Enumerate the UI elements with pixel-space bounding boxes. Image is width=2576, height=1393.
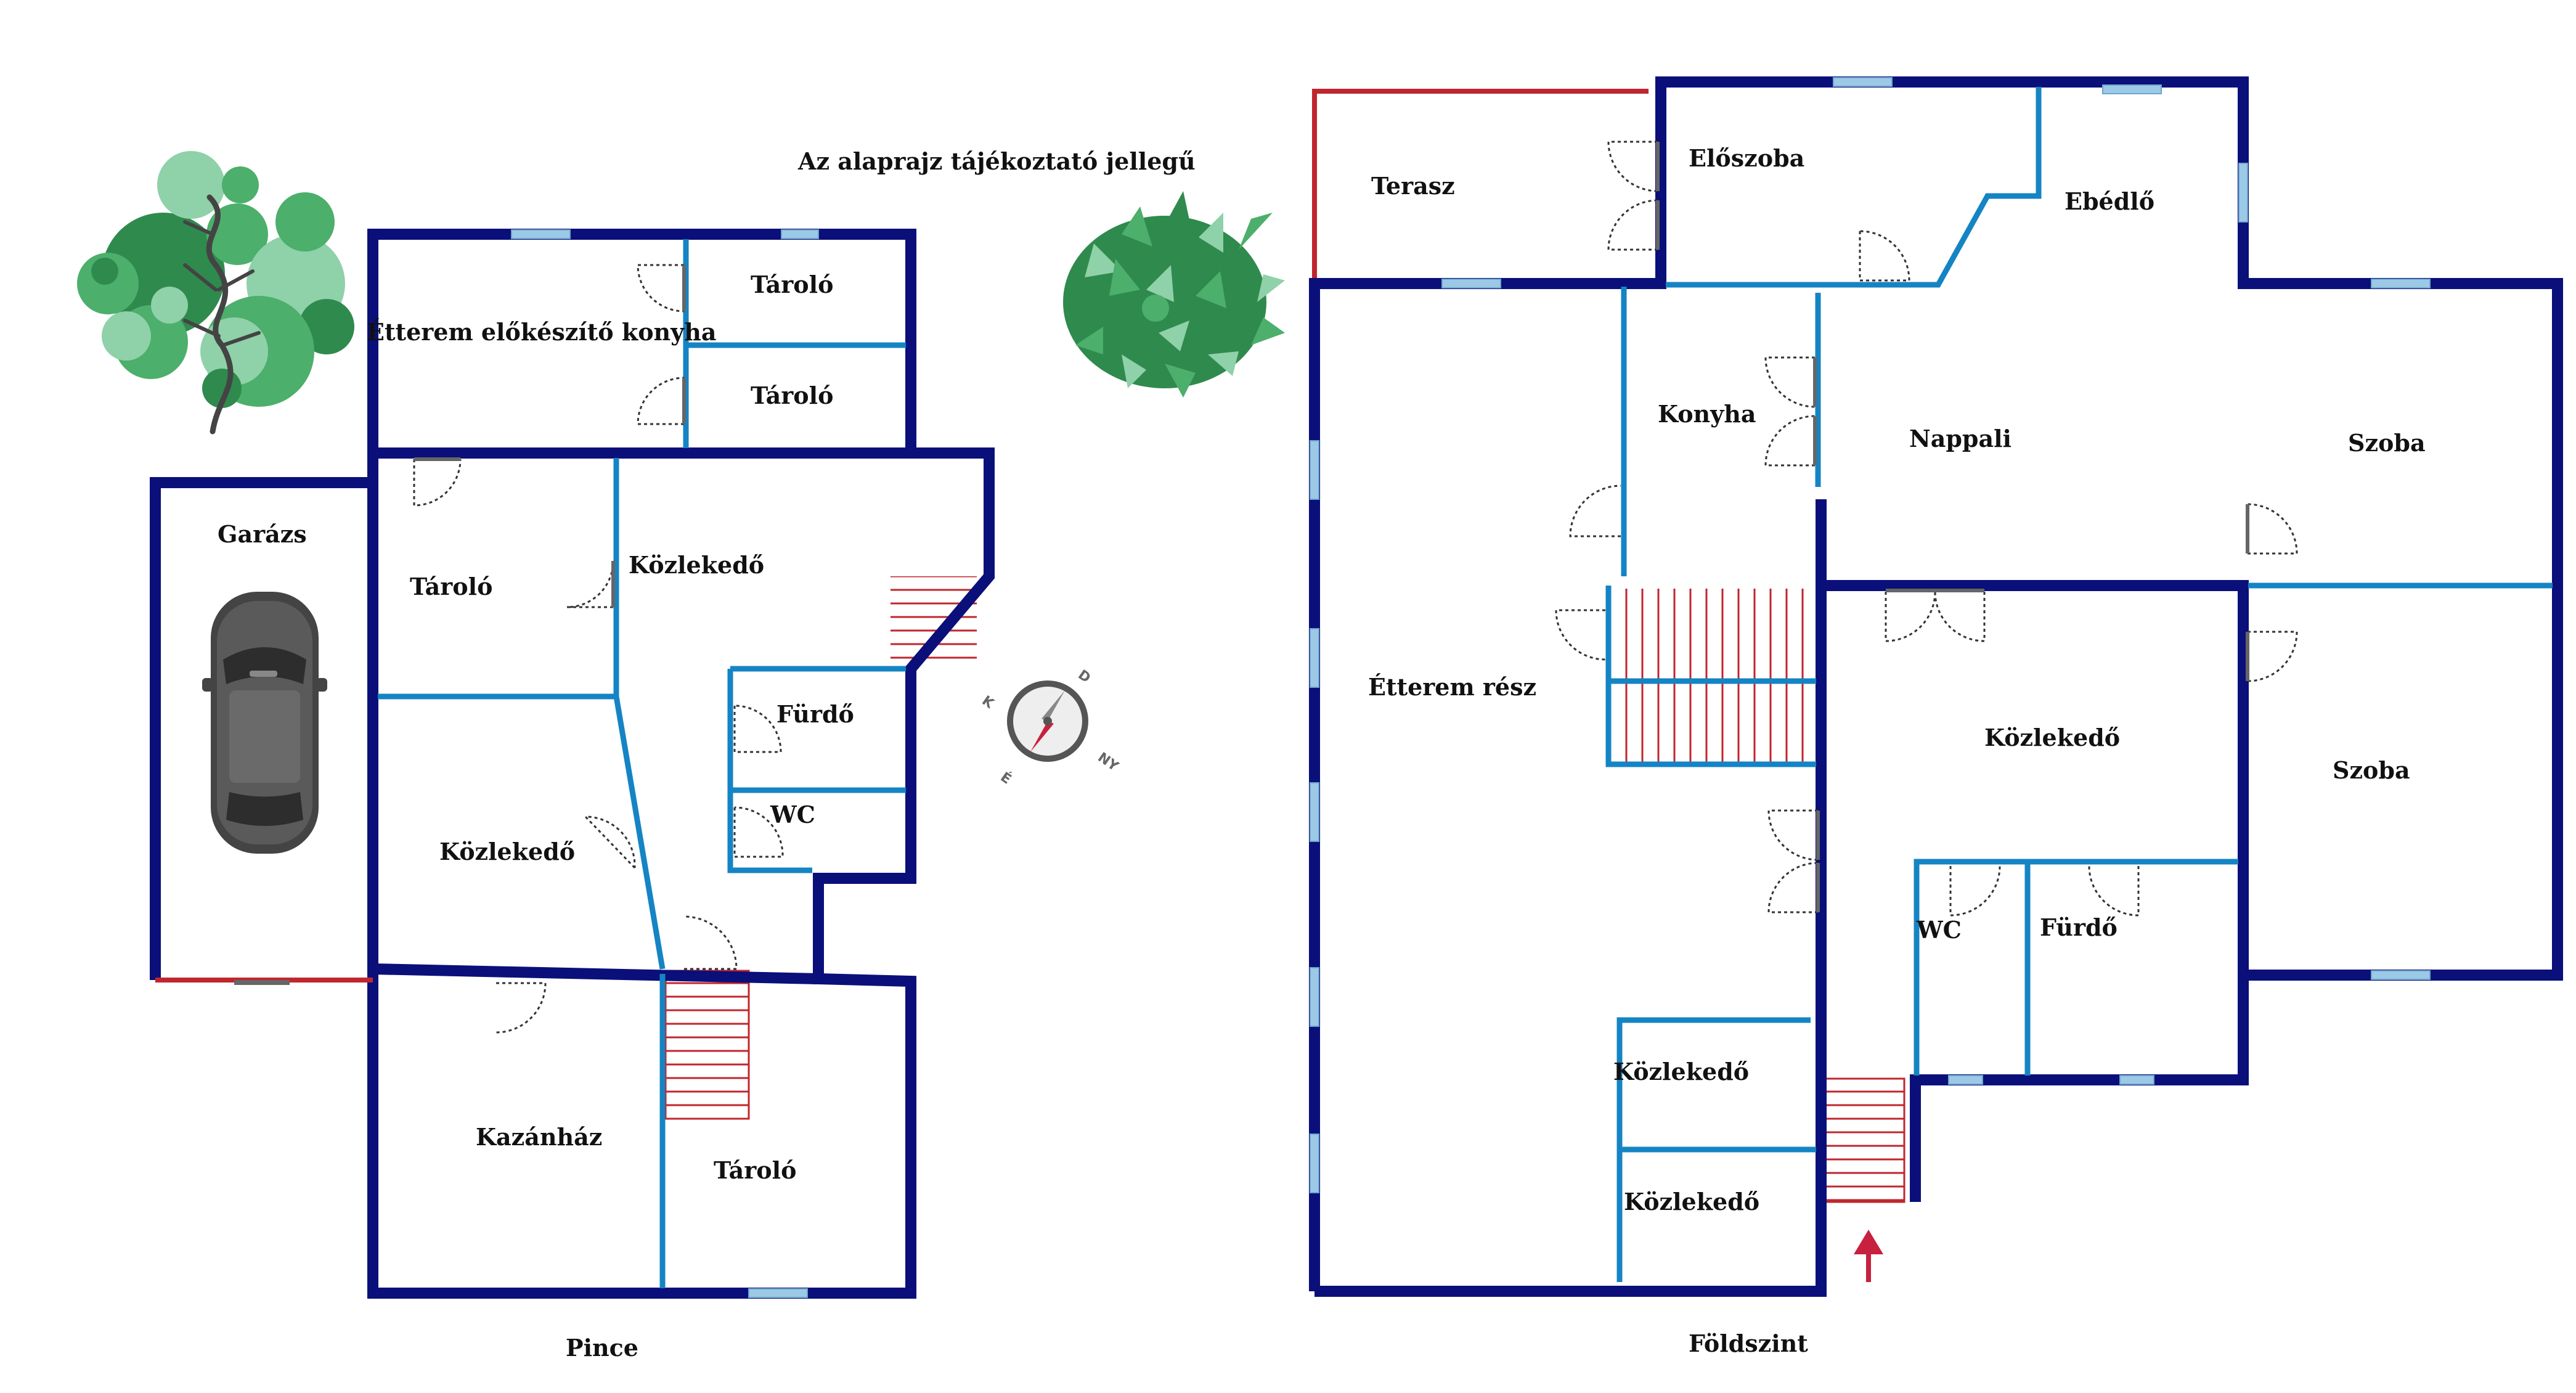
room-label-nappali: Nappali bbox=[1909, 425, 2011, 452]
room-label-kozlekedo-1: Közlekedő bbox=[1984, 724, 2120, 751]
room-label-konyha: Konyha bbox=[1658, 400, 1756, 428]
room-label-ebedlo: Ebédlő bbox=[2064, 187, 2154, 215]
room-label-furdo: Fürdő bbox=[2040, 913, 2117, 941]
stairs-foldszint-entrance bbox=[1820, 1077, 1906, 1203]
stairs-foldszint-upper bbox=[1608, 589, 1806, 681]
room-label-szoba-2: Szoba bbox=[2333, 756, 2410, 784]
stairs-pince-kazanhaz bbox=[664, 970, 750, 1120]
compass-letter-d: D bbox=[1075, 667, 1093, 686]
room-label-tarolo-2: Tároló bbox=[751, 382, 833, 409]
room-label-furdo: Fürdő bbox=[776, 700, 854, 728]
compass-icon: D NY É K bbox=[979, 667, 1122, 787]
room-label-kozlekedo-3: Közlekedő bbox=[1624, 1188, 1759, 1215]
room-label-tarolo-3: Tároló bbox=[410, 573, 492, 600]
compass-letter-e: É bbox=[998, 769, 1014, 788]
room-label-etterem-resz: Étterem rész bbox=[1368, 673, 1536, 701]
compass-letter-k: K bbox=[979, 693, 997, 712]
room-label-wc: WC bbox=[770, 801, 815, 828]
floor-foldszint: Terasz Előszoba Ebédlő Konyha Nappali Sz… bbox=[1309, 76, 2563, 1357]
room-label-kozlekedo-2: Közlekedő bbox=[1613, 1058, 1749, 1085]
room-label-kozlekedo-1: Közlekedő bbox=[629, 551, 764, 579]
room-label-tarolo-4: Tároló bbox=[714, 1156, 796, 1184]
tree-left-icon bbox=[77, 151, 354, 435]
room-label-tarolo-1: Tároló bbox=[751, 271, 833, 298]
room-label-szoba-1: Szoba bbox=[2348, 429, 2426, 457]
room-label-kozlekedo-2: Közlekedő bbox=[439, 838, 575, 865]
room-label-wc: WC bbox=[1916, 916, 1962, 944]
compass-letter-ny: NY bbox=[1095, 750, 1122, 775]
room-label-eloszoba: Előszoba bbox=[1689, 144, 1804, 172]
stairs-foldszint-lower bbox=[1608, 681, 1806, 764]
tree-middle-icon bbox=[1063, 191, 1285, 398]
room-label-kazanhaz: Kazánház bbox=[476, 1123, 602, 1151]
entrance-arrow-icon bbox=[1854, 1230, 1883, 1282]
disclaimer-note: Az alaprajz tájékoztató jellegű bbox=[797, 147, 1196, 175]
floor-label-pince: Pince bbox=[566, 1334, 638, 1362]
room-label-etterem-elokeszito: Étterem előkészítő konyha bbox=[367, 318, 717, 346]
floor-pince: Garázs Étterem előkészítő konyha Tároló … bbox=[150, 229, 995, 1362]
floor-label-foldszint: Földszint bbox=[1689, 1330, 1808, 1357]
car-icon bbox=[202, 592, 327, 854]
room-label-terasz: Terasz bbox=[1371, 172, 1455, 200]
room-label-garazs: Garázs bbox=[218, 520, 307, 548]
